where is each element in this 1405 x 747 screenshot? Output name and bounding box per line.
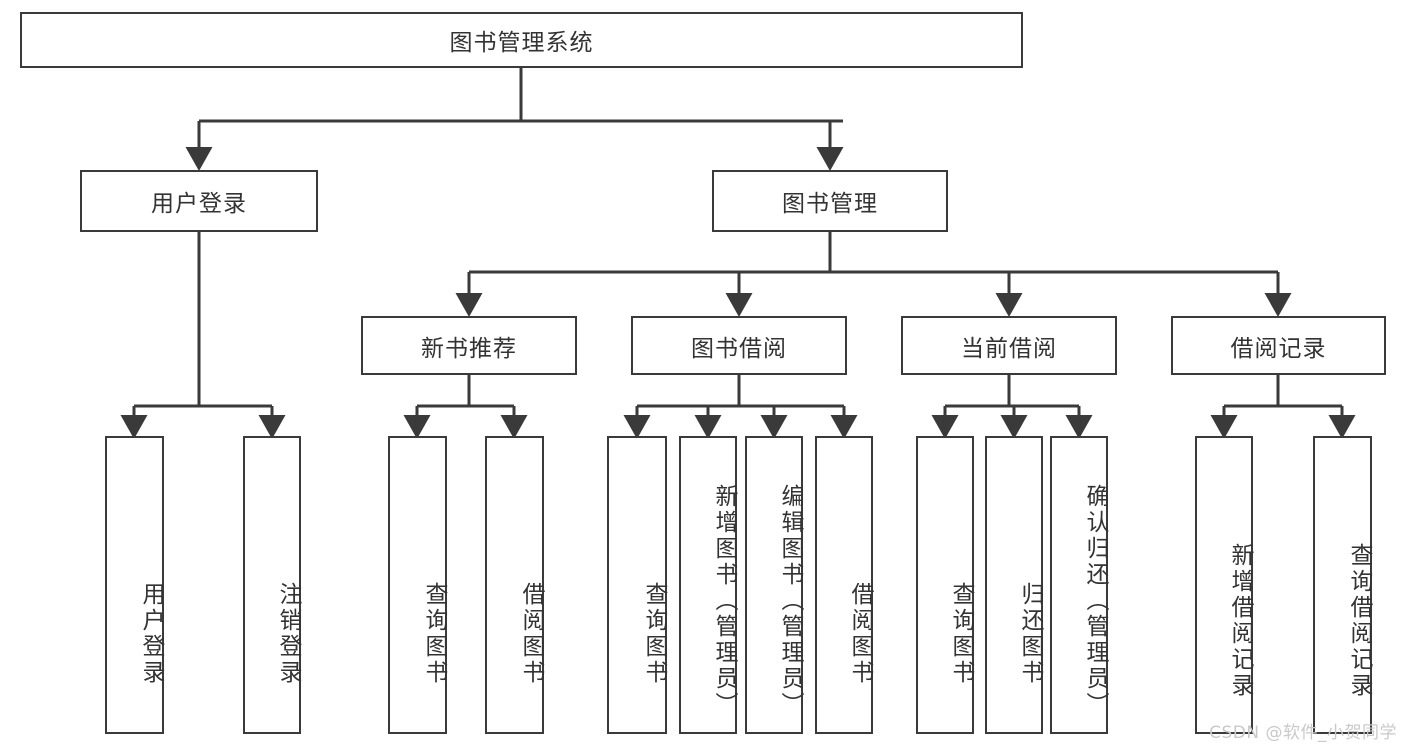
node-label: 查询图书 [948, 581, 974, 686]
node-label: 查询图书 [641, 581, 667, 686]
node-book-borrow[interactable]: 图书借阅 [631, 316, 847, 375]
node-label: 借阅记录 [1230, 335, 1327, 362]
node-label: 用户登录 [151, 191, 247, 217]
watermark-text: CSDN @软件_小贺同学 [1209, 723, 1397, 743]
leaf-node-confirm-return-admin[interactable]: 确认归还（管理员） [1050, 436, 1108, 734]
node-label: 当前借阅 [961, 335, 1057, 362]
node-label: 图书管理 [782, 191, 878, 217]
node-book-management-system[interactable]: 图书管理系统 [20, 12, 1023, 68]
node-label: 确认归还（管理员） [1082, 484, 1108, 718]
leaf-node-borrow-book[interactable]: 借阅图书 [815, 436, 873, 734]
node-label: 新书推荐 [421, 335, 517, 362]
leaf-node-return-book[interactable]: 归还图书 [985, 436, 1043, 734]
node-book-management[interactable]: 图书管理 [712, 170, 948, 232]
leaf-node-logout[interactable]: 注销登录 [243, 436, 301, 734]
node-label: 新增图书（管理员） [711, 484, 737, 718]
leaf-node-query-book[interactable]: 查询图书 [607, 436, 667, 734]
node-label: 借阅图书 [847, 581, 873, 686]
node-label: 归还图书 [1017, 581, 1043, 686]
leaf-node-add-book-admin[interactable]: 新增图书（管理员） [679, 436, 737, 734]
node-label: 借阅图书 [518, 581, 544, 686]
node-new-book-recommend[interactable]: 新书推荐 [361, 316, 577, 375]
node-label: 图书管理系统 [449, 30, 594, 56]
node-borrow-record[interactable]: 借阅记录 [1171, 316, 1386, 375]
node-label: 注销登录 [275, 581, 301, 686]
leaf-node-query-book-current[interactable]: 查询图书 [916, 436, 974, 734]
node-label: 查询借阅记录 [1346, 542, 1372, 699]
leaf-node-add-borrow-record[interactable]: 新增借阅记录 [1195, 436, 1253, 734]
node-label: 图书借阅 [691, 335, 787, 362]
leaf-node-edit-book-admin[interactable]: 编辑图书（管理员） [745, 436, 803, 734]
node-label: 新增借阅记录 [1227, 542, 1253, 699]
node-label: 查询图书 [421, 581, 447, 686]
leaf-node-borrow-book-recommend[interactable]: 借阅图书 [485, 436, 544, 734]
node-label: 用户登录 [138, 581, 164, 686]
node-label: 编辑图书（管理员） [777, 484, 803, 718]
leaf-node-query-book-recommend[interactable]: 查询图书 [388, 436, 447, 734]
leaf-node-user-login[interactable]: 用户登录 [105, 436, 164, 734]
node-user-login[interactable]: 用户登录 [80, 170, 318, 232]
leaf-node-query-borrow-record[interactable]: 查询借阅记录 [1313, 436, 1372, 734]
node-current-borrow[interactable]: 当前借阅 [901, 316, 1117, 375]
